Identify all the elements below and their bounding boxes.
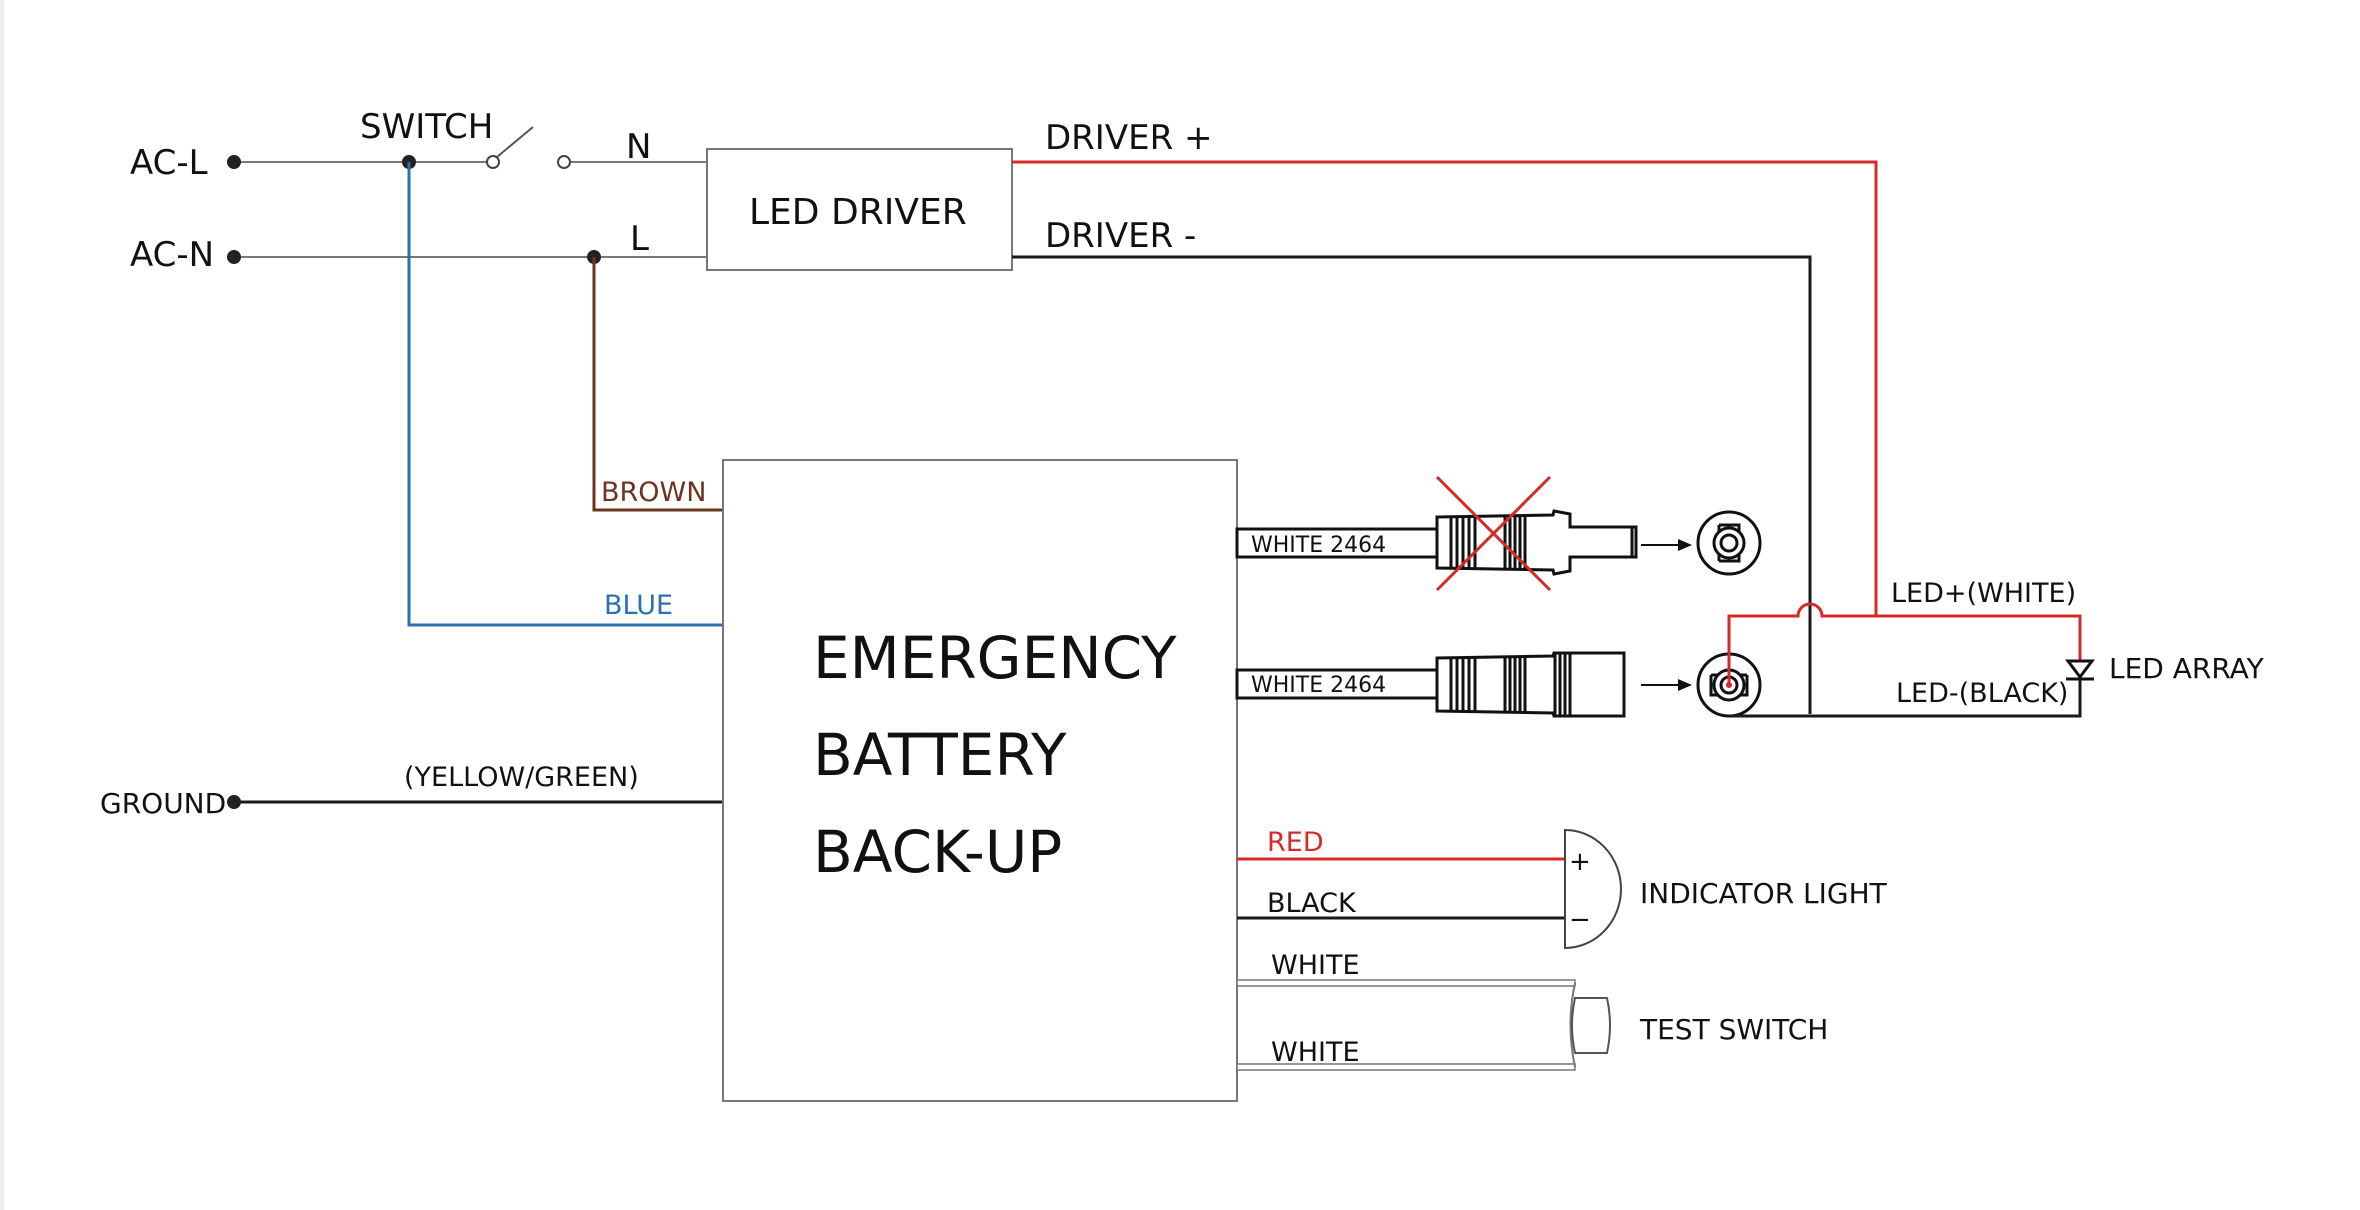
left-edge (0, 0, 4, 1210)
n-label: N (626, 127, 651, 167)
blue-wire (407, 162, 723, 627)
battery-box (722, 459, 1238, 1102)
led-driver-label: LED DRIVER (749, 192, 967, 233)
led-driver: LED DRIVER DRIVER + DRIVER - (706, 118, 1878, 714)
driver-plus-label: DRIVER + (1045, 118, 1213, 158)
driver-minus-wire (1012, 255, 1812, 714)
connector-1-plug (1435, 509, 1638, 576)
white-label-2: WHITE (1271, 1037, 1360, 1068)
plus-sign: + (1569, 847, 1591, 877)
socket-1-icon (1696, 510, 1762, 576)
test-switch: WHITE WHITE TEST SWITCH (1236, 950, 1828, 1071)
cable-2-jacket (1235, 668, 1439, 700)
indicator-dome-icon (1564, 828, 1622, 950)
ac-l-label: AC-L (130, 143, 208, 183)
switch-contact-right (557, 155, 571, 169)
cable-1-jacket (1235, 527, 1439, 559)
minus-sign: − (1569, 905, 1591, 935)
driver-plus-wire (1012, 160, 1878, 616)
arrow-icon (1641, 539, 1692, 551)
ac-n-terminal (227, 250, 241, 264)
switch-contact-left (486, 155, 500, 169)
cable-2-label: WHITE 2464 (1251, 673, 1386, 698)
battery-label-line1: EMERGENCY (813, 624, 1177, 692)
led-minus-label: LED-(BLACK) (1896, 678, 2068, 709)
led-plus-label: LED+(WHITE) (1891, 578, 2076, 609)
yellow-green-label: (YELLOW/GREEN) (404, 762, 639, 793)
test-switch-button-icon (1571, 997, 1611, 1054)
cable-1-label: WHITE 2464 (1251, 533, 1386, 558)
black-label: BLACK (1267, 888, 1357, 919)
arrow-icon (1641, 679, 1692, 691)
led-driver-box (706, 148, 1013, 271)
led-array-label: LED ARRAY (2109, 652, 2265, 685)
driver-minus-label: DRIVER - (1045, 216, 1196, 256)
blue-label: BLUE (604, 590, 673, 621)
brown-label: BROWN (601, 477, 706, 508)
test-switch-label: TEST SWITCH (1639, 1013, 1828, 1046)
indicator-light: RED BLACK + − INDICATOR LIGHT (1237, 827, 1888, 950)
cable-2: WHITE 2464 (1235, 651, 1762, 718)
battery-label-line3: BACK-UP (813, 818, 1062, 886)
ac-n-label: AC-N (130, 235, 214, 275)
emergency-battery-backup: EMERGENCY BATTERY BACK-UP (722, 459, 1238, 1102)
switch-label: SWITCH (360, 107, 493, 147)
cable-1: WHITE 2464 (1235, 475, 1762, 592)
ac-l-terminal (227, 155, 241, 169)
battery-label-line2: BATTERY (813, 721, 1067, 789)
switch-lever (496, 126, 534, 158)
brown-wire (592, 257, 723, 512)
diode-icon (2065, 659, 2095, 681)
ground-terminal (227, 795, 241, 809)
l-label: L (630, 219, 649, 259)
led-plus-wire (1727, 602, 2082, 685)
red-label: RED (1267, 827, 1324, 858)
ac-input: AC-L AC-N SWITCH N L (130, 107, 707, 275)
led-minus-wire (1729, 679, 2082, 718)
white-label-1: WHITE (1271, 950, 1360, 981)
test-switch-body-icon (1569, 982, 1576, 1068)
connector-2-plug (1435, 651, 1626, 718)
led-array-circuit: LED+(WHITE) LED-(BLACK) LED ARRAY (1726, 578, 2265, 718)
led-plus-contact (1726, 682, 1732, 688)
ground-label: GROUND (100, 787, 226, 820)
cross-out-icon (1435, 475, 1552, 592)
indicator-light-label: INDICATOR LIGHT (1640, 877, 1888, 910)
